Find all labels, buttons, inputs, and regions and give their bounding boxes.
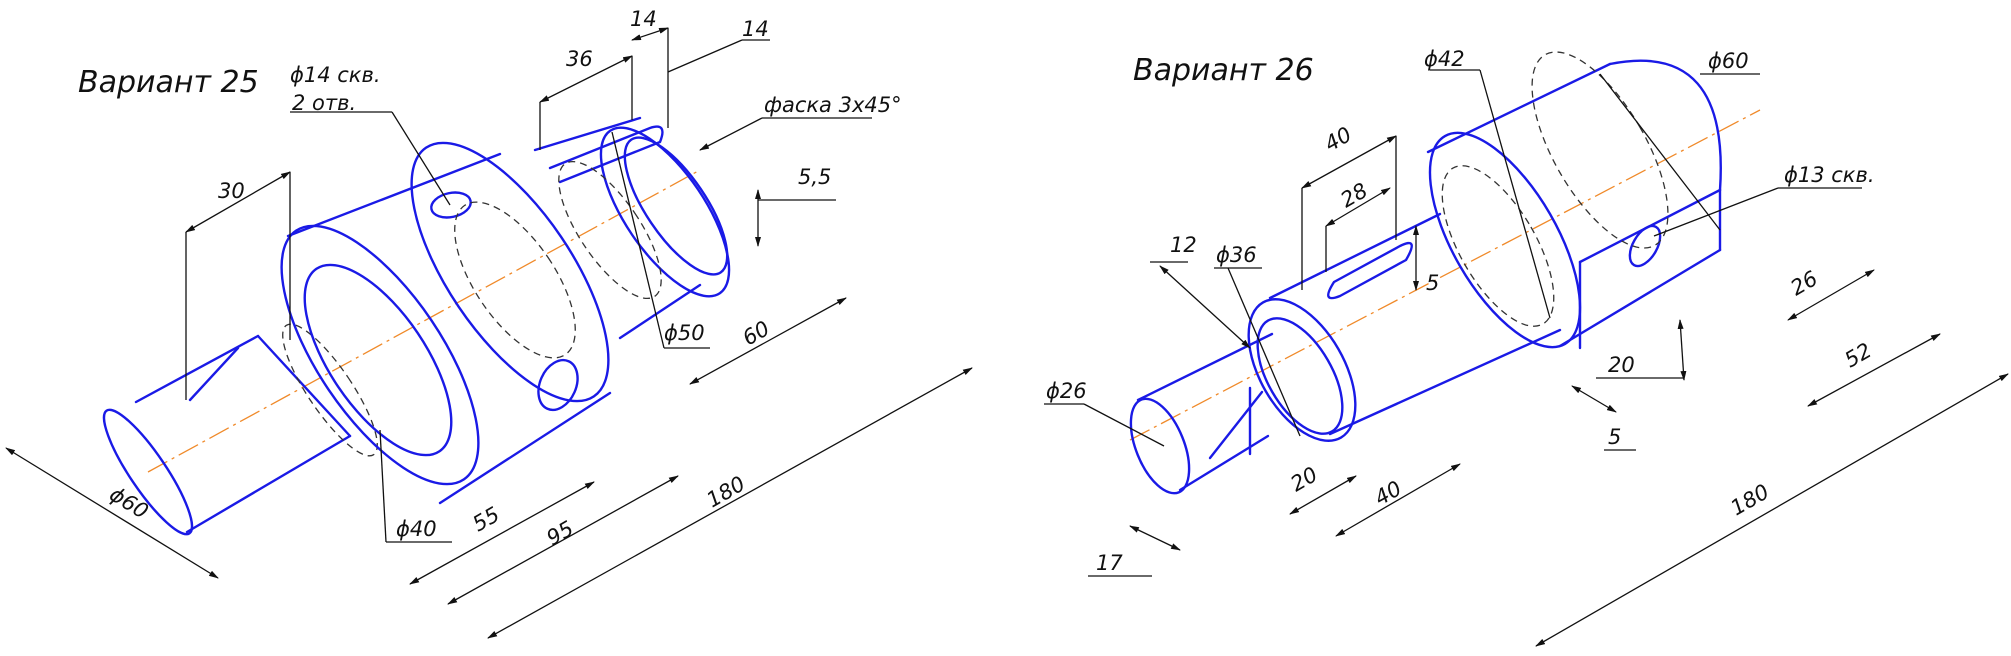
variant-26-title: Вариант 26	[1133, 53, 1314, 88]
v26-dim-5a: 5	[1426, 271, 1439, 295]
v25-dim-30: 30	[218, 179, 245, 203]
v26-dimensions: ϕ42 ϕ60 40 28 5 12 ϕ36 ϕ13 скв. 26	[1044, 47, 2009, 647]
v26-dim-dia13: ϕ13 скв.	[1784, 163, 1875, 187]
v26-dim-40b: 40	[1371, 476, 1406, 510]
v25-dim-dia40: ϕ40	[396, 517, 437, 541]
variant-26-drawing: Вариант 26	[1044, 47, 2009, 647]
v26-dim-17: 17	[1096, 551, 1123, 575]
variant-25-title: Вариант 25	[78, 65, 259, 100]
v25-hole-dia-label: ϕ14 скв.	[290, 63, 381, 87]
v25-dimensions: 30 36 14 14 фаска 3x45° 5,5 ϕ50 60 180	[5, 7, 973, 639]
v26-dim-20a: 20	[1608, 353, 1635, 377]
v26-dim-5b: 5	[1608, 425, 1621, 449]
v25-dim-36: 36	[566, 47, 593, 71]
v25-dim-14b: 14	[742, 17, 769, 41]
v25-dim-dia50: ϕ50	[664, 321, 705, 345]
v25-dim-5-5: 5,5	[798, 165, 831, 189]
v25-dim-180: 180	[703, 471, 750, 512]
v25-main-axis	[147, 169, 701, 473]
v26-dim-dia26: ϕ26	[1046, 379, 1087, 403]
variant-25-drawing: Вариант 25	[5, 7, 973, 639]
v26-front-shaft	[1129, 332, 1274, 495]
v25-chamfer-label: фаска 3x45°	[764, 93, 902, 117]
v26-main-body	[1426, 51, 1722, 350]
v26-dim-28: 28	[1337, 178, 1372, 212]
v25-dim-14a: 14	[630, 7, 657, 31]
v26-dim-180: 180	[1727, 479, 1774, 520]
v25-rear-boss	[533, 116, 731, 340]
v25-dim-95: 95	[543, 516, 578, 550]
v25-hole-count-label: 2 отв.	[292, 91, 356, 115]
v26-dim-52: 52	[1841, 338, 1876, 372]
v26-collar	[1247, 212, 1562, 442]
v25-dim-60: 60	[739, 316, 774, 350]
v26-dim-dia60: ϕ60	[1708, 49, 1749, 73]
v26-dim-40a: 40	[1321, 122, 1356, 156]
v26-dim-12: 12	[1170, 233, 1197, 257]
v26-main-axis	[1129, 109, 1761, 441]
v26-dim-20b: 20	[1287, 462, 1322, 496]
v25-dim-55: 55	[469, 502, 504, 536]
v26-dim-dia42: ϕ42	[1424, 47, 1465, 71]
v25-dim-dia60: ϕ60	[105, 482, 152, 524]
v26-dim-26: 26	[1787, 266, 1822, 300]
v26-dim-dia36: ϕ36	[1216, 243, 1257, 267]
